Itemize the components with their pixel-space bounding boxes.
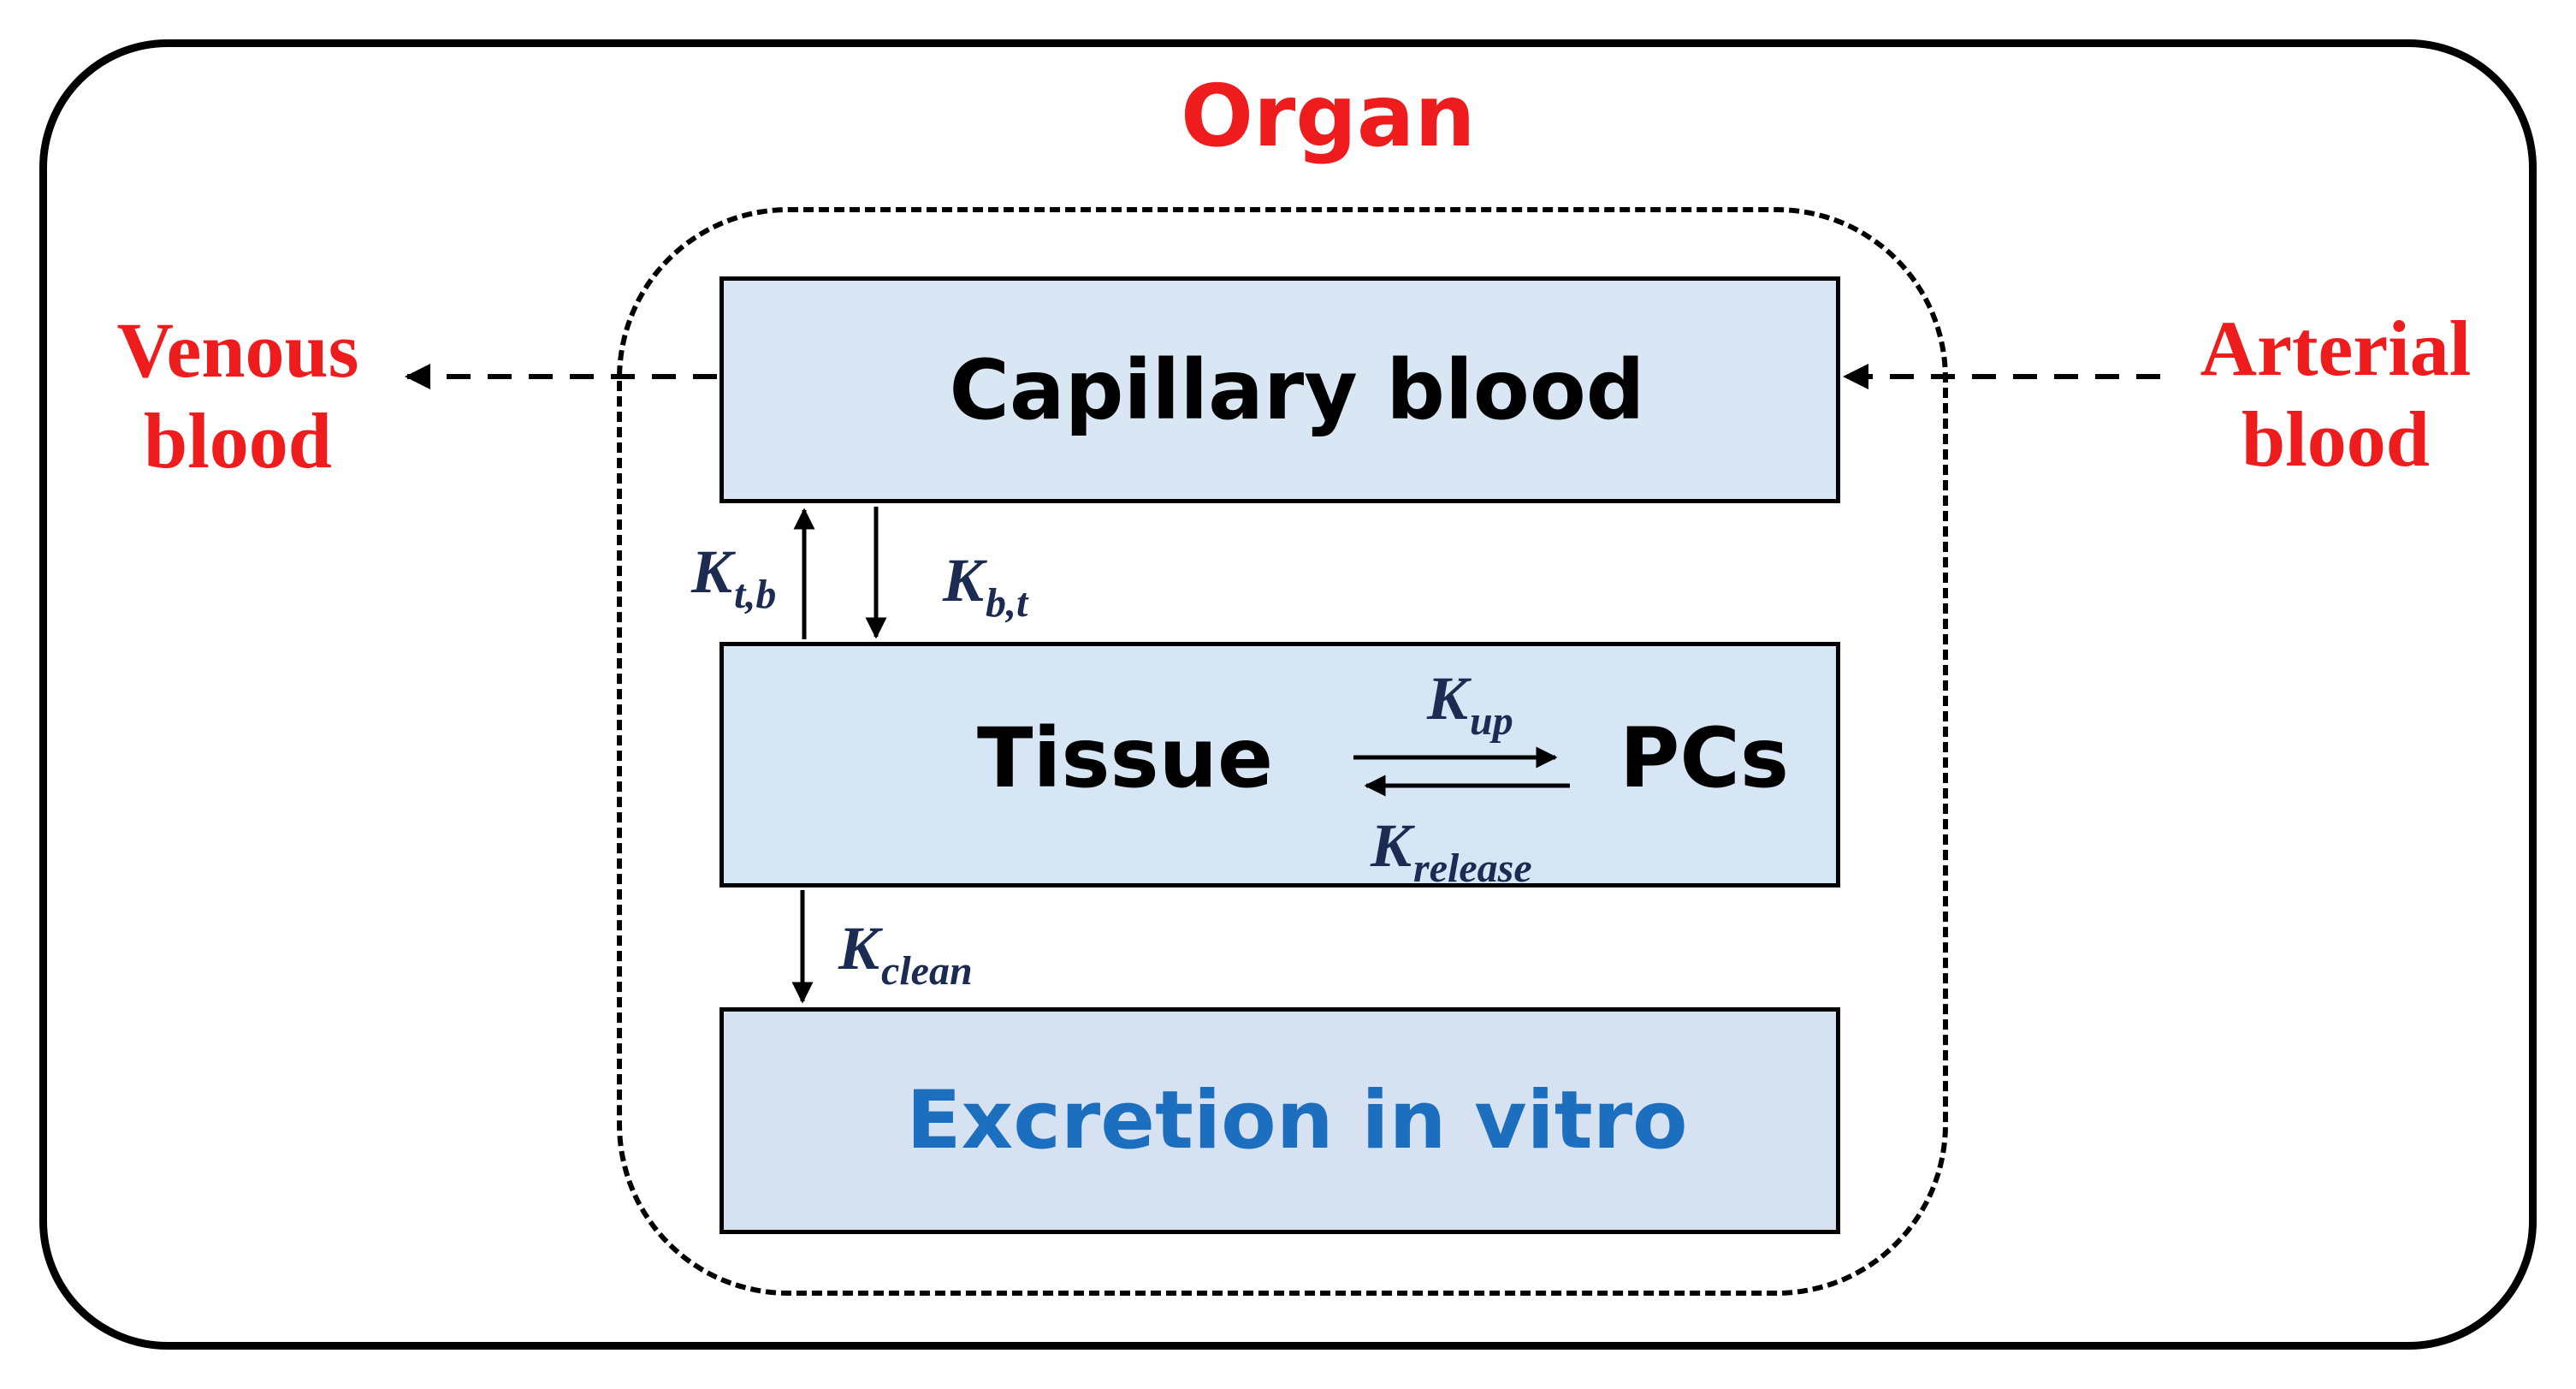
organ-frame xyxy=(39,39,2537,1350)
venous-blood-line2: blood xyxy=(144,396,332,484)
organ-title: Organ xyxy=(1181,66,1476,166)
arterial-blood-label: Arterial blood xyxy=(2177,304,2494,485)
k-tissue-to-blood-label: Kt,b xyxy=(691,541,776,615)
excretion-label: Excretion in vitro xyxy=(906,1074,1688,1167)
k-clean-label: Kclean xyxy=(838,914,973,992)
k-up-symbol: K xyxy=(1427,664,1469,733)
k-blood-to-tissue-label: Kb,t xyxy=(943,546,1027,624)
arterial-blood-line2: blood xyxy=(2241,395,2430,483)
venous-blood-label: Venous blood xyxy=(101,306,375,487)
k-release-symbol: K xyxy=(1371,811,1412,880)
k-clean-subscript: clean xyxy=(881,948,973,994)
k-release-label: Krelease xyxy=(1371,815,1532,889)
k-up-subscript: up xyxy=(1470,698,1513,744)
excretion-box: Excretion in vitro xyxy=(720,1007,1840,1234)
k-bt-symbol: K xyxy=(943,546,985,614)
k-tb-subscript: t,b xyxy=(734,572,777,617)
k-release-subscript: release xyxy=(1413,846,1532,891)
venous-blood-line1: Venous xyxy=(116,306,359,394)
organ-dashed-boundary xyxy=(617,207,1948,1296)
k-clean-symbol: K xyxy=(838,914,880,982)
k-tb-symbol: K xyxy=(691,537,733,606)
tissue-box xyxy=(720,642,1840,887)
arterial-blood-line1: Arterial xyxy=(2200,305,2472,392)
tissue-label: Tissue xyxy=(977,710,1274,806)
pcs-label: PCs xyxy=(1620,710,1789,806)
capillary-blood-box: Capillary blood xyxy=(720,276,1840,503)
capillary-blood-label: Capillary blood xyxy=(949,341,1645,438)
k-bt-subscript: b,t xyxy=(986,580,1028,626)
k-up-label: Kup xyxy=(1427,668,1513,742)
